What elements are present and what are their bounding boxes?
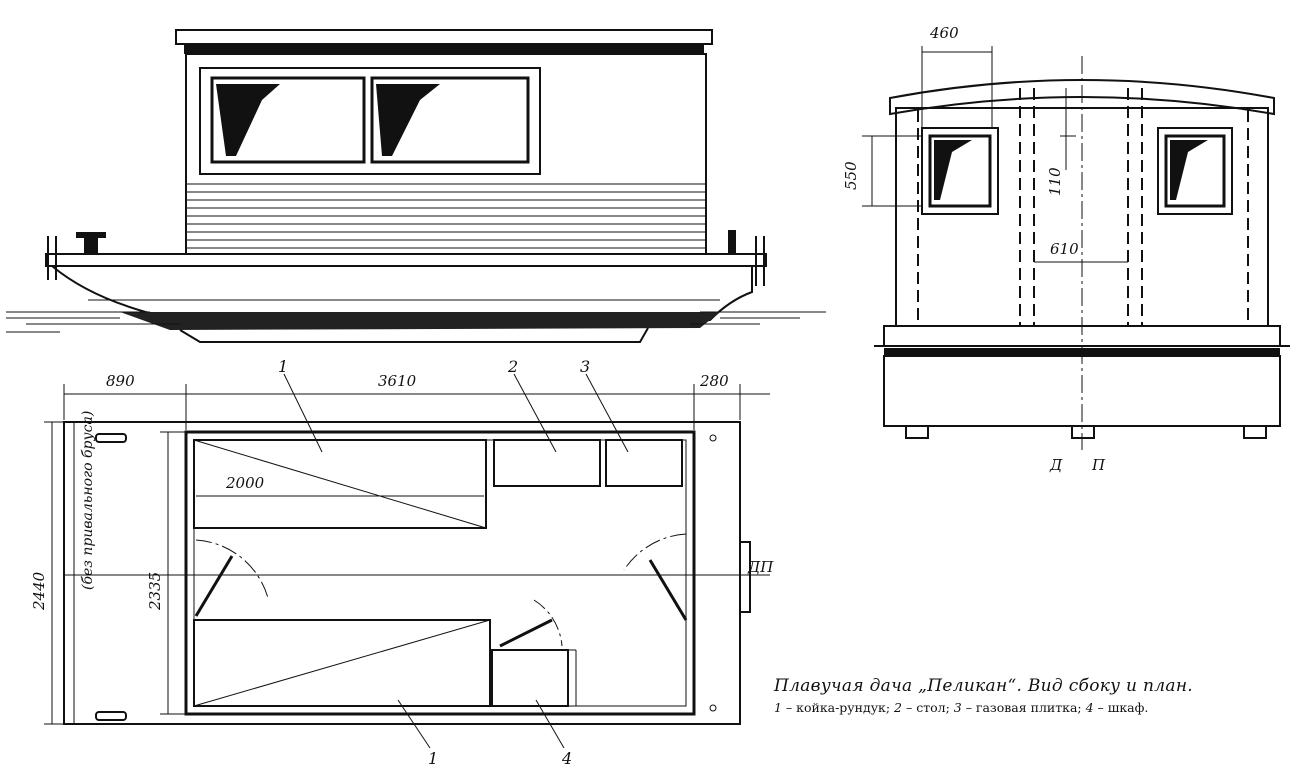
- plan-bollard-bottom: [95, 711, 127, 721]
- plan-dim-width-total: 2440: [30, 571, 48, 611]
- legend-num-3: 3: [953, 700, 962, 715]
- plan-callout-bunk-top: 1: [278, 357, 288, 376]
- plan-axis-label: ДП: [747, 558, 774, 576]
- side-window-right: [370, 76, 530, 164]
- plan-callout-stove: 3: [580, 357, 590, 376]
- plan-dim-width-inner: 2335: [146, 572, 164, 611]
- side-bitt-rear: [728, 230, 736, 254]
- plan-bunk-top: [193, 439, 487, 529]
- figure-caption: Плавучая дача „Пеликан“. Вид сбоку и пла…: [774, 676, 1294, 715]
- plan-dimension-lines: [44, 384, 770, 725]
- side-window-left: [210, 76, 366, 164]
- plan-view: [44, 384, 770, 725]
- plan-deck: [63, 421, 741, 725]
- side-siding: [186, 183, 706, 249]
- front-dim-door-width: 610: [1050, 240, 1079, 258]
- side-roof-fascia: [184, 44, 704, 54]
- side-window-right-glare: [376, 84, 440, 156]
- plan-door-right-swing: [623, 533, 687, 571]
- caption-legend: 1 – койка-рундук; 2 – стол; 3 – газовая …: [774, 700, 1294, 715]
- side-water: [6, 311, 826, 333]
- plan-bollard-top: [95, 433, 127, 443]
- legend-text-4: – шкаф.: [1093, 700, 1149, 715]
- plan-note-no-strake: (без привального бруса): [80, 411, 96, 590]
- plan-cabin-outer: [184, 430, 696, 716]
- plan-dim-overhang: 890: [106, 372, 135, 390]
- side-hull-underwater: [120, 312, 720, 330]
- plan-table: [493, 439, 601, 487]
- legend-num-2: 2: [894, 700, 902, 715]
- legend-text-1: – койка-рундук;: [781, 700, 895, 715]
- plan-stove: [605, 439, 683, 487]
- plan-dim-cabin-length: 3610: [378, 372, 417, 390]
- side-window-left-glare: [216, 84, 280, 156]
- side-roof: [175, 29, 713, 45]
- plan-callout-table: 2: [507, 357, 518, 376]
- plan-door-left-swing: [195, 539, 269, 599]
- side-view: [6, 29, 826, 343]
- legend-num-4: 4: [1085, 700, 1094, 715]
- front-roof: [889, 79, 1275, 116]
- plan-dim-bunk: 2000: [225, 474, 265, 492]
- front-dim-window-height: 550: [842, 161, 860, 190]
- plan-cupboard: [491, 649, 569, 707]
- plan-callout-cupboard: 4: [561, 749, 572, 768]
- front-view: [862, 46, 1290, 450]
- caption-title: Плавучая дача „Пеликан“. Вид сбоку и пла…: [774, 676, 1194, 696]
- front-hidden-lines: [917, 88, 1249, 326]
- front-axis-label-p: П: [1091, 456, 1106, 474]
- side-bitt-front: [76, 232, 106, 254]
- front-axis-label-d: Д: [1049, 456, 1063, 474]
- side-deck: [45, 253, 767, 267]
- plan-bunk-bottom: [193, 619, 491, 707]
- plan-stern-ledge: [739, 541, 751, 613]
- front-window-left: [921, 127, 999, 215]
- front-window-right: [1157, 127, 1233, 215]
- front-dim-window-width: 460: [929, 24, 959, 42]
- front-dimension-lines: [862, 46, 1128, 263]
- front-deck-strake: [884, 348, 1280, 356]
- legend-text-2: – стол;: [902, 700, 954, 715]
- plan-door-right: [648, 559, 688, 621]
- plan-cupboard-door: [499, 618, 553, 648]
- plan-door-left: [194, 555, 234, 617]
- legend-num-1: 1: [774, 700, 782, 715]
- plan-dim-rear: 280: [699, 372, 729, 390]
- front-dim-window-offset: 110: [1046, 167, 1064, 196]
- side-window-frame: [199, 67, 541, 175]
- plan-cabin-inner: [193, 439, 687, 707]
- legend-text-3: – газовая плитка;: [961, 700, 1086, 715]
- side-keel: [179, 327, 649, 343]
- plan-callout-bunk-bottom: 1: [428, 749, 438, 768]
